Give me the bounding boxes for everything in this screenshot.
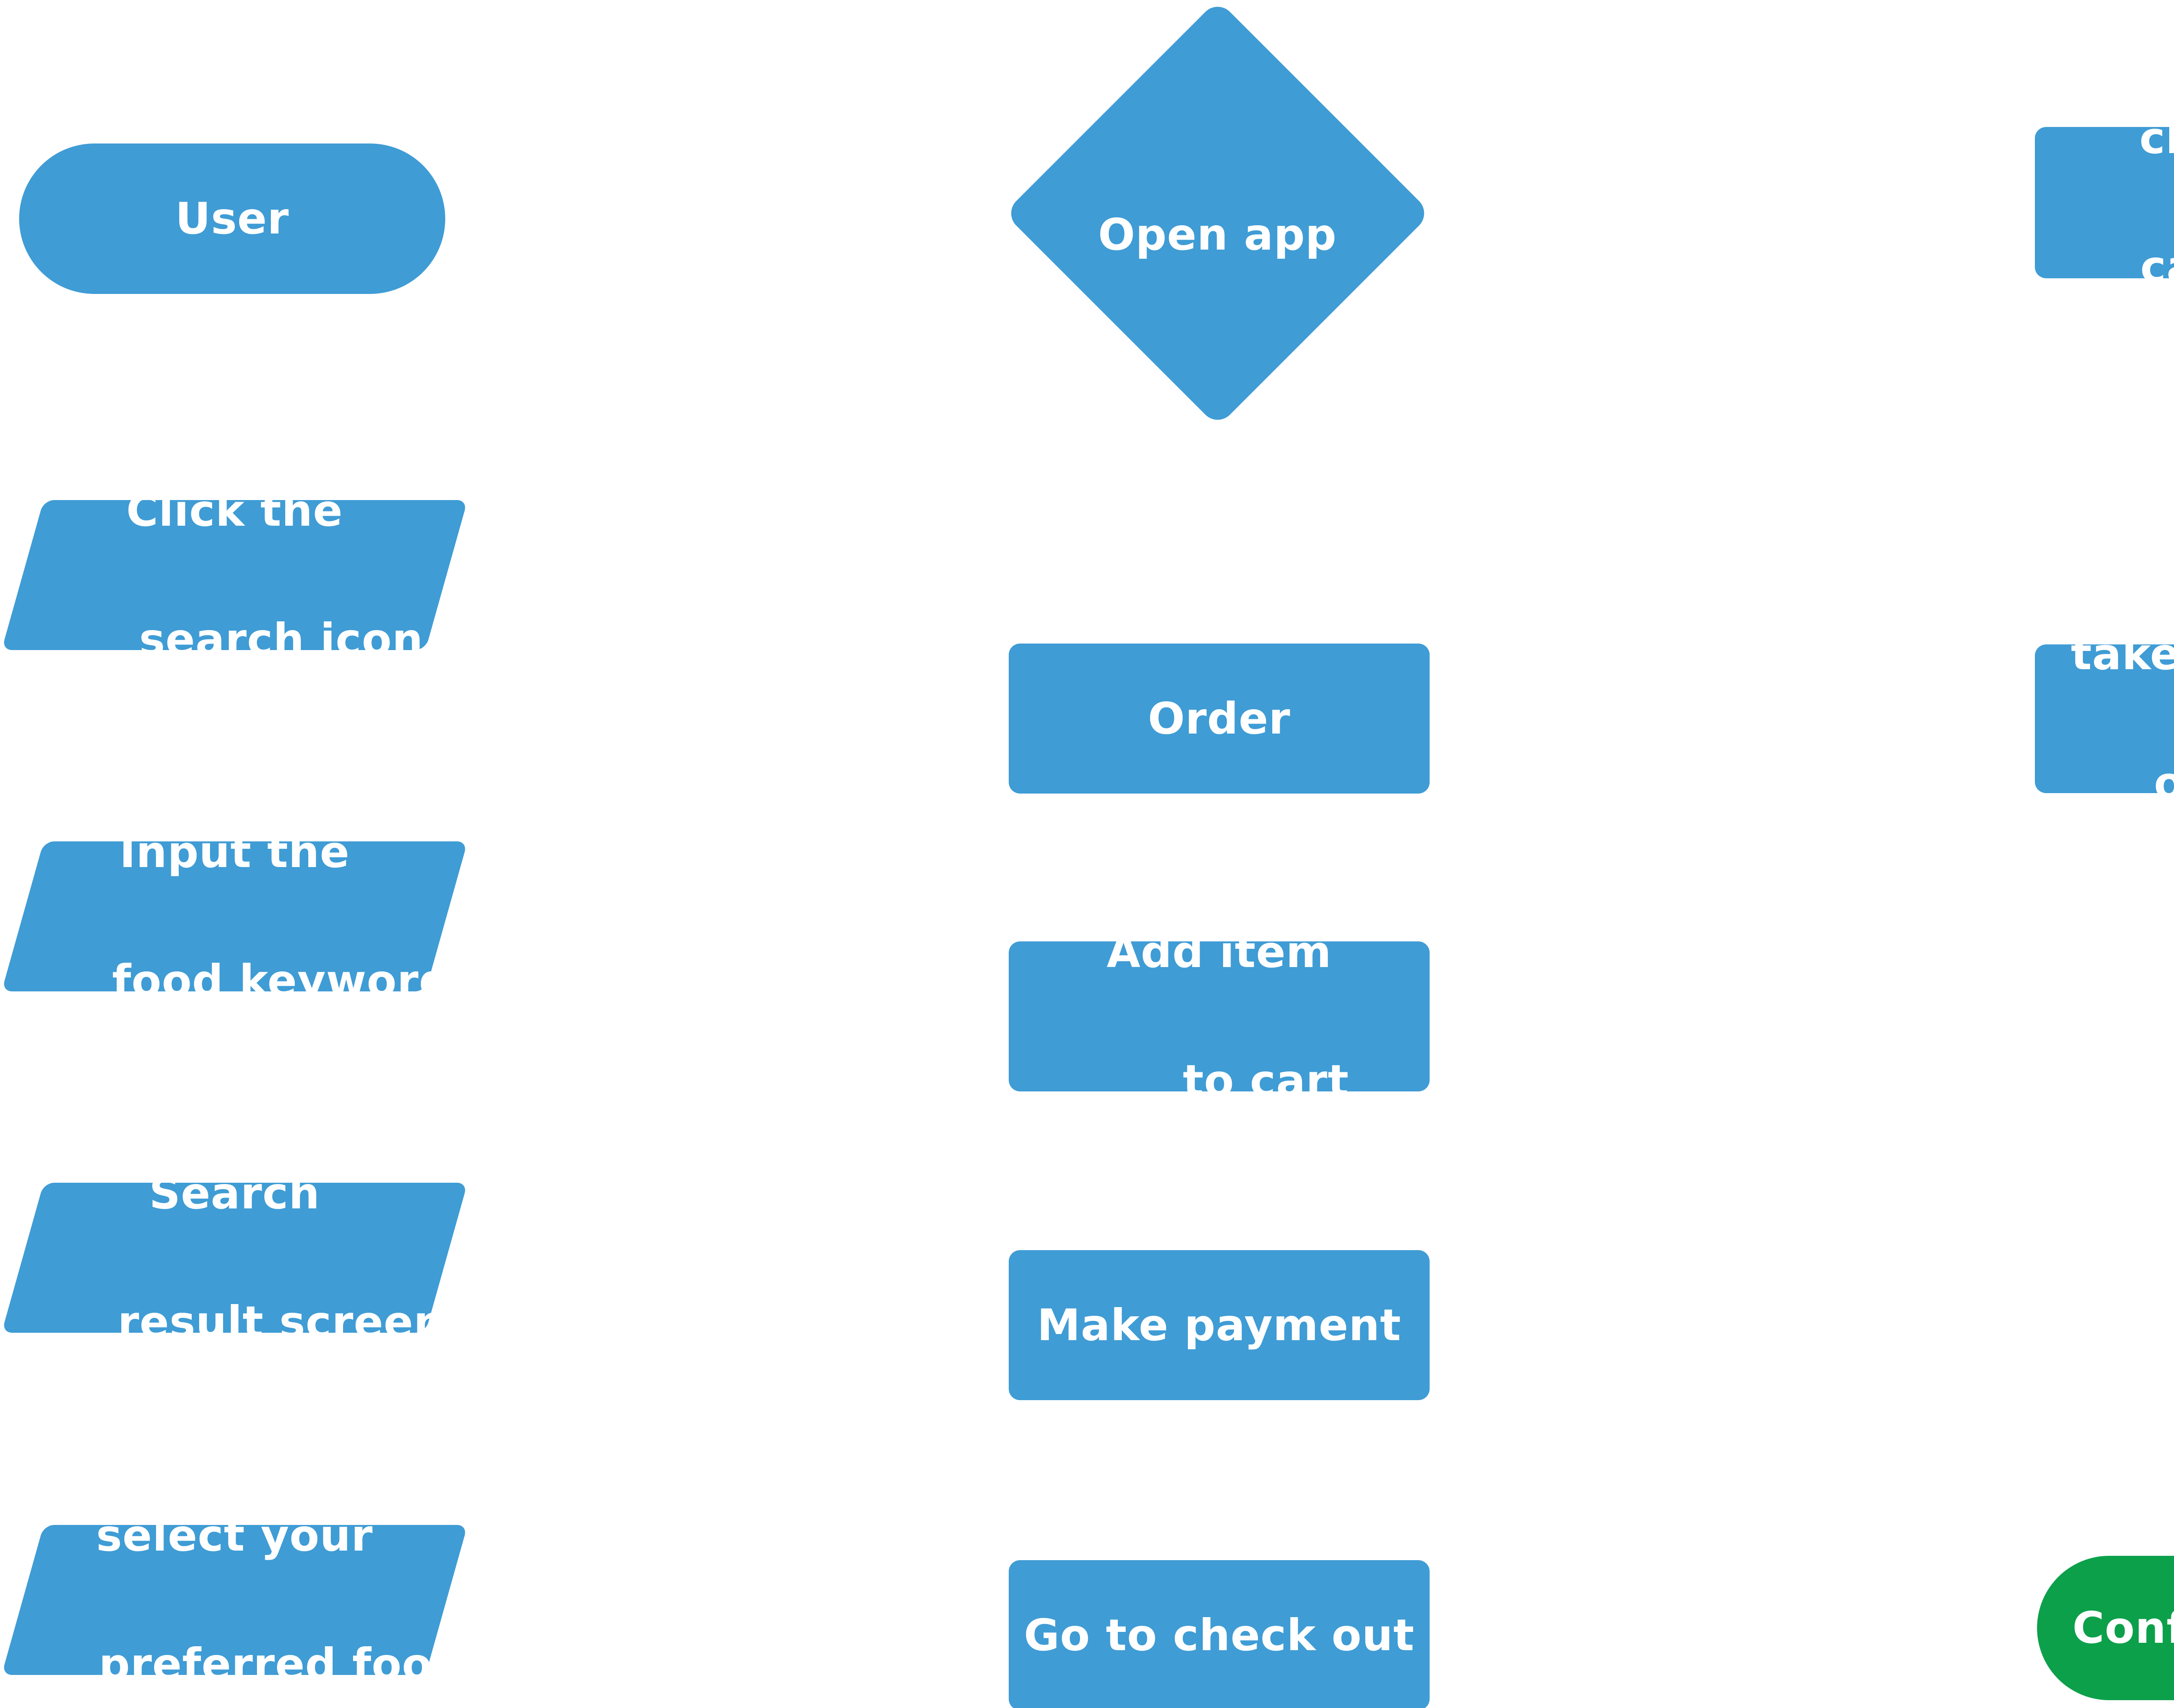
node-order-process: Order <box>1009 644 1430 794</box>
node-open-app-label-wrap: Open app <box>1002 104 1433 365</box>
node-add-item-label: Add item to cart <box>1089 920 1349 1113</box>
node-checkout-label: Go to check out <box>1024 1609 1415 1661</box>
node-confirm-order-terminator: Confirm order <box>2037 1556 2174 1700</box>
line-1: Search <box>149 1168 320 1219</box>
node-camera-process: click the camera icon <box>2035 113 2174 292</box>
line-2: camera icon <box>2140 241 2174 292</box>
node-add-item-process: Add item to cart <box>1009 927 1430 1106</box>
node-click-search-label: Click the search icon <box>46 479 423 672</box>
line-2: of the food <box>2154 757 2174 808</box>
node-select-food-label: select your preferred food <box>5 1504 463 1697</box>
line-2: to cart <box>1183 1055 1349 1106</box>
node-confirm-order-label: Confirm order <box>2072 1602 2174 1653</box>
node-make-payment-label: Make payment <box>1037 1299 1401 1351</box>
node-open-app-label: Open app <box>1098 209 1337 260</box>
node-picture-label: take a picture of the food <box>2061 622 2174 815</box>
line-1: Click the <box>126 485 343 536</box>
line-1: click the <box>2139 113 2174 163</box>
line-1: select your <box>96 1510 373 1561</box>
node-make-payment-process: Make payment <box>1009 1250 1430 1400</box>
node-input-keyword-parallelogram: Input the food keyword <box>1 827 468 1006</box>
line-2: search icon <box>139 614 423 665</box>
line-1: Add item <box>1107 926 1332 977</box>
node-camera-label: click the camera icon <box>2047 106 2174 299</box>
node-search-result-label: Search result screen <box>24 1161 445 1354</box>
node-input-keyword-label: Input the food keyword <box>19 820 450 1013</box>
node-user-terminator: User <box>19 143 445 294</box>
line-2: preferred food <box>99 1638 464 1690</box>
line-2: result screen <box>117 1296 445 1348</box>
node-picture-process: take a picture of the food <box>2035 629 2174 808</box>
node-select-food-parallelogram: select your preferred food <box>1 1510 468 1690</box>
node-order-label: Order <box>1147 693 1291 744</box>
node-checkout-process: Go to check out <box>1009 1560 1430 1708</box>
node-user-label: User <box>175 193 289 244</box>
line-1: take a picture <box>2071 629 2174 680</box>
line-1: Input the <box>119 826 350 877</box>
node-click-search-parallelogram: Click the search icon <box>1 485 468 665</box>
node-search-result-parallelogram: Search result screen <box>1 1168 468 1348</box>
line-2: food keyword <box>112 955 451 1006</box>
